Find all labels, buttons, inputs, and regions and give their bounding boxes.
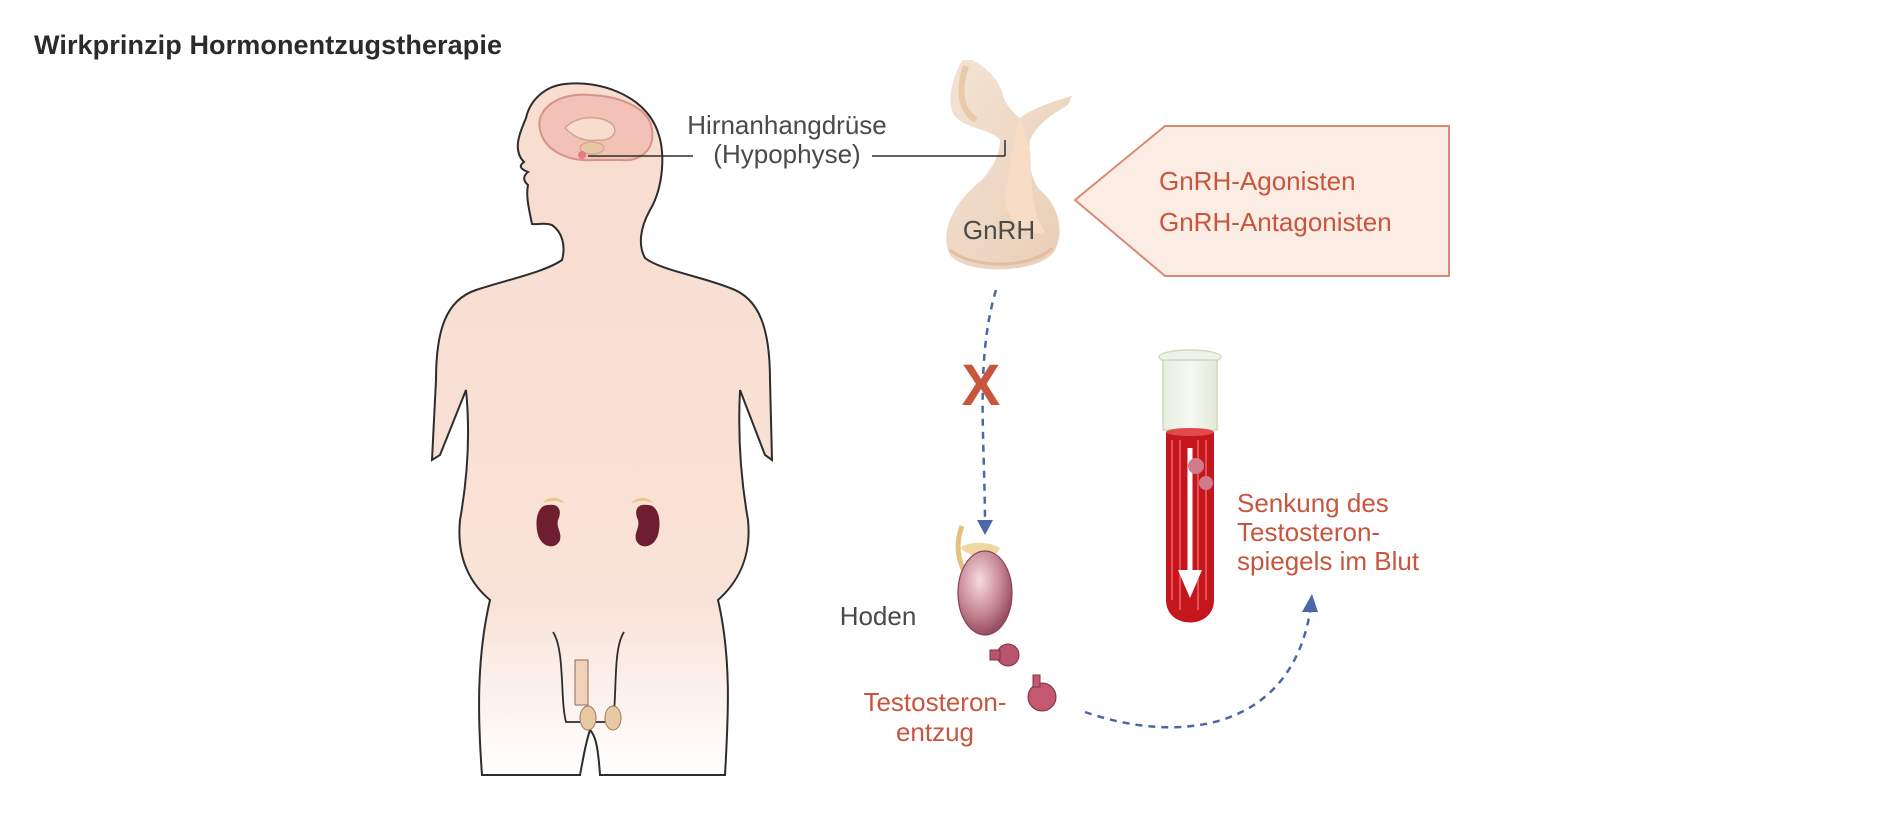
gnrh-label: GnRH	[963, 215, 1035, 245]
testis-label: Hoden	[840, 601, 917, 631]
molecule-icon	[989, 643, 1020, 667]
body-illustration	[430, 82, 774, 776]
brain-icon	[538, 93, 654, 162]
blood-label-line1: Senkung des	[1237, 488, 1389, 518]
withdrawal-label-line2: entzug	[896, 717, 974, 747]
molecule-icon	[1027, 674, 1057, 712]
pituitary-label-line1: Hirnanhangdrüse	[687, 110, 886, 140]
withdrawal-label-line1: Testosteron-	[863, 687, 1006, 717]
blood-label-line2: Testosteron-	[1237, 517, 1380, 547]
block-x-icon: X	[962, 353, 1001, 418]
drug-label-antagonists: GnRH-Antagonisten	[1159, 207, 1392, 237]
test-tube-icon	[1158, 349, 1222, 623]
kidney-icon	[536, 497, 660, 547]
pituitary-leader-line	[588, 140, 1006, 157]
genital-icon	[552, 631, 625, 731]
testis-icon	[955, 525, 1013, 636]
blood-label-line3: spiegels im Blut	[1237, 546, 1420, 576]
diagram-title: Wirkprinzip Hormonentzugstherapie	[34, 30, 503, 60]
drug-label-agonists: GnRH-Agonisten	[1159, 166, 1356, 196]
pituitary-icon	[946, 60, 1072, 270]
decrease-arrow	[1084, 594, 1318, 729]
body-silhouette	[430, 82, 774, 776]
pituitary-label-line2: (Hypophyse)	[713, 139, 860, 169]
drug-callout: GnRH-Agonisten GnRH-Antagonisten	[1073, 125, 1450, 277]
signal-arrow	[977, 289, 998, 535]
